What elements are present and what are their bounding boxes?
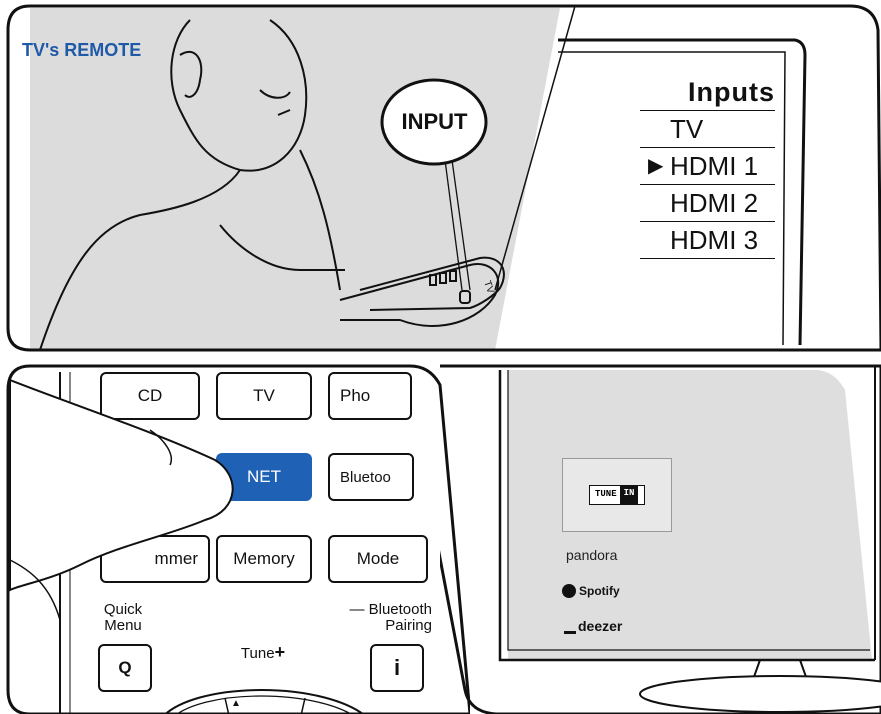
- tune-label: Tune+: [240, 642, 286, 662]
- inputs-item-hdmi3[interactable]: HDMI 3: [640, 222, 775, 259]
- bluetooth-key[interactable]: Bluetoo: [328, 453, 414, 501]
- tunein-tile[interactable]: TUNE IN: [562, 458, 672, 532]
- inputs-item-tv[interactable]: TV: [640, 111, 775, 148]
- net-key[interactable]: NET: [216, 453, 312, 501]
- spotify-icon: [562, 584, 576, 598]
- inputs-menu: Inputs TV ▶ HDMI 1 HDMI 2 HDMI 3: [640, 74, 775, 259]
- tv-remote-label: TV's REMOTE: [22, 40, 142, 60]
- deezer-logo[interactable]: deezer: [564, 618, 622, 634]
- tunein-left-text: TUNE: [595, 489, 617, 499]
- inputs-item-hdmi1[interactable]: ▶ HDMI 1: [640, 148, 775, 185]
- tv-key[interactable]: TV: [216, 372, 312, 420]
- tune-dial[interactable]: [150, 660, 380, 714]
- memory-key[interactable]: Memory: [216, 535, 312, 583]
- inputs-menu-title: Inputs: [640, 74, 775, 111]
- inputs-item-hdmi2[interactable]: HDMI 2: [640, 185, 775, 222]
- input-button-callout: INPUT: [401, 109, 468, 134]
- spotify-logo[interactable]: Spotify: [562, 584, 620, 598]
- finger-illustration: [9, 378, 234, 621]
- mode-key[interactable]: Mode: [328, 535, 428, 583]
- pandora-logo[interactable]: pandora: [566, 547, 618, 563]
- selection-arrow-icon: ▶: [648, 155, 664, 177]
- cd-key[interactable]: CD: [100, 372, 200, 420]
- quick-menu-label: Quick Menu: [103, 601, 143, 634]
- bluetooth-pairing-label: — Bluetooth Pairing: [349, 601, 432, 634]
- info-key[interactable]: i: [370, 644, 424, 692]
- quick-menu-key[interactable]: Q: [98, 644, 152, 692]
- tunein-right-text: IN: [619, 486, 639, 504]
- tv-panel: TUNE IN pandora Spotify deezer: [440, 360, 881, 714]
- svg-text:TV: TV: [481, 279, 496, 295]
- phono-key[interactable]: Pho: [328, 372, 412, 420]
- deezer-bars-icon: [564, 625, 576, 634]
- remote-panel: CD TV Pho NET Bluetoo mmer Memory Mode Q…: [0, 360, 470, 714]
- tune-up-arrow-icon: ▲: [231, 698, 241, 709]
- top-illustration-panel: TV TV's REMOTE INPUT Inputs TV ▶ HDMI 1 …: [6, 4, 881, 352]
